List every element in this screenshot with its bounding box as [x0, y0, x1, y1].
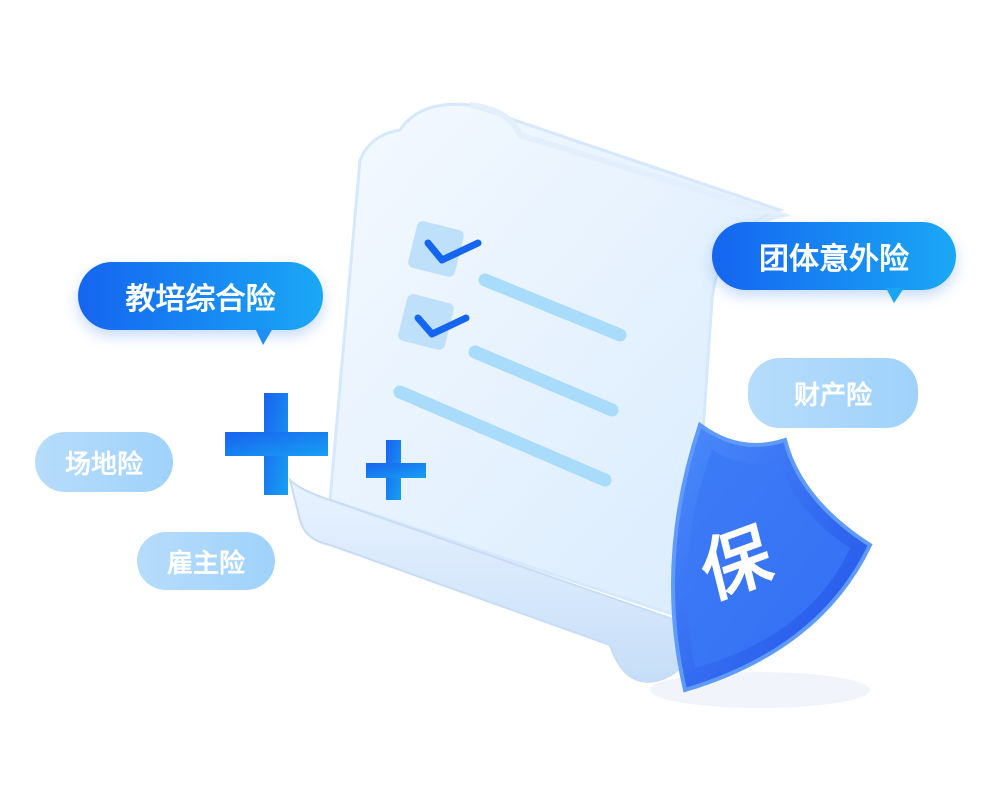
- check-icon-2: [414, 314, 470, 338]
- document-roll: [288, 476, 693, 683]
- plus-icon-small: [366, 440, 426, 500]
- check-icon-1: [424, 239, 482, 264]
- text-line-1: [478, 273, 627, 342]
- label-venue-insurance[interactable]: 场地险: [35, 432, 173, 492]
- text-line-3: [393, 385, 612, 487]
- text-line-2: [468, 345, 619, 417]
- label-education-insurance[interactable]: 教培综合险: [78, 262, 323, 330]
- label-property-insurance[interactable]: 财产险: [748, 358, 918, 428]
- plus-icon-large: [225, 393, 328, 495]
- label-employer-insurance[interactable]: 雇主险: [137, 532, 275, 590]
- label-group-accident-insurance[interactable]: 团体意外险: [712, 222, 956, 290]
- bubble-tail: [886, 288, 904, 303]
- bubble-tail: [255, 328, 273, 345]
